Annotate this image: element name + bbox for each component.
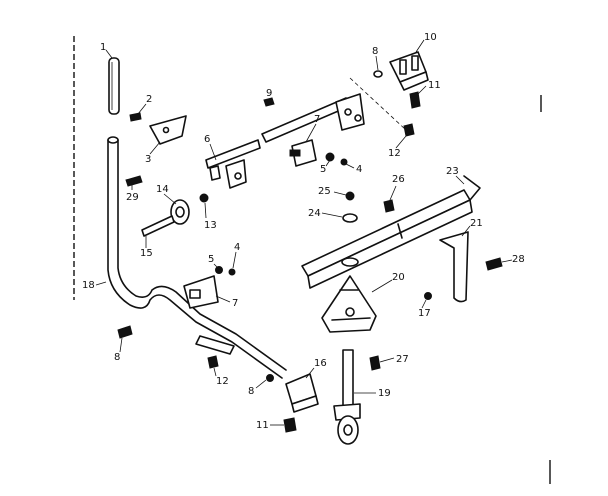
- callout-21: 21: [470, 218, 483, 229]
- callout-27: 27: [396, 354, 409, 365]
- callout-5-lower: 5: [208, 254, 214, 265]
- callout-7-lower: 7: [232, 298, 238, 309]
- callout-23: 23: [446, 166, 459, 177]
- callout-8-lower: 8: [248, 386, 254, 397]
- part-16-bracket: [283, 373, 319, 433]
- callout-13: 13: [204, 220, 217, 231]
- part-7-clamp-upper: [289, 139, 348, 167]
- callout-25: 25: [318, 186, 331, 197]
- callout-15: 15: [140, 248, 153, 259]
- part-roller-assembly: [125, 175, 209, 237]
- callout-16: 16: [314, 358, 327, 369]
- callout-8-top: 8: [372, 46, 378, 57]
- callout-17: 17: [418, 308, 431, 319]
- callout-12-lower: 12: [216, 376, 229, 387]
- callout-8-left: 8: [114, 352, 120, 363]
- callout-12-top: 12: [388, 148, 401, 159]
- part-bent-rod: [107, 57, 287, 379]
- callout-6: 6: [204, 134, 210, 145]
- part-10-bracket: [373, 51, 429, 137]
- part-19-caster: [333, 349, 361, 445]
- callout-28: 28: [512, 254, 525, 265]
- callout-20: 20: [392, 272, 405, 283]
- rod-shaft: [107, 139, 283, 379]
- part-25-nut: [345, 191, 355, 201]
- callout-4-lower: 4: [234, 242, 240, 253]
- callout-26: 26: [392, 174, 405, 185]
- callout-9: 9: [266, 88, 272, 99]
- callout-1: 1: [100, 42, 106, 53]
- part-20-caster-mount: [321, 275, 381, 371]
- callout-2: 2: [146, 94, 152, 105]
- callout-11-lower: 11: [256, 420, 269, 431]
- part-26-screw: [383, 199, 395, 213]
- callout-24: 24: [308, 208, 321, 219]
- part-24-washer: [342, 213, 358, 223]
- part-6-bar: [205, 139, 261, 189]
- callout-29: 29: [126, 192, 139, 203]
- callout-3: 3: [145, 154, 151, 165]
- callout-19: 19: [378, 388, 391, 399]
- rod-grip: [108, 57, 120, 115]
- callout-5-top: 5: [320, 164, 326, 175]
- callout-18: 18: [82, 280, 95, 291]
- part-small-bracket: [129, 112, 187, 145]
- part-9-screw: [263, 97, 275, 107]
- callout-10: 10: [424, 32, 437, 43]
- part-upper-bar: [261, 77, 407, 143]
- callout-11-top: 11: [428, 80, 441, 91]
- callout-14: 14: [156, 184, 169, 195]
- part-7-clamp-lower: [183, 266, 236, 309]
- callout-4-top: 4: [356, 164, 362, 175]
- part-lower-fasteners: [117, 325, 274, 382]
- callout-7-top: 7: [314, 114, 320, 125]
- part-23-channel: [301, 175, 503, 303]
